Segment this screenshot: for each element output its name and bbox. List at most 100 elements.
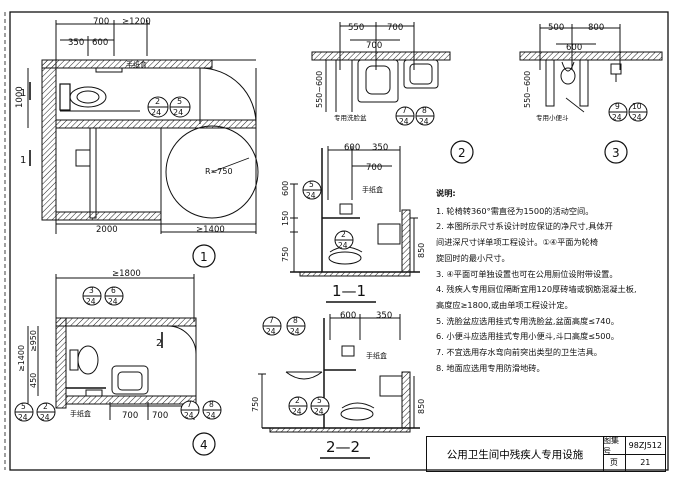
v4-dim-950: ≥950 bbox=[29, 330, 38, 352]
svg-text:24: 24 bbox=[40, 413, 50, 422]
svg-text:2: 2 bbox=[295, 396, 300, 405]
s11-dim-600: 600 bbox=[344, 143, 360, 153]
v3-dim-550-600: 550~600 bbox=[523, 71, 532, 108]
svg-text:3: 3 bbox=[89, 286, 94, 295]
v1-dim-1000: 1000 bbox=[15, 86, 25, 108]
v1-section-mark-bottom: 1 bbox=[20, 155, 26, 166]
v1-section-mark-top: 1 bbox=[20, 88, 26, 99]
svg-text:24: 24 bbox=[419, 117, 429, 126]
v1-paper-box-label: 手纸盒 bbox=[126, 60, 147, 69]
svg-text:4: 4 bbox=[200, 438, 208, 452]
svg-text:7: 7 bbox=[187, 400, 192, 409]
view-2-number-badge: 2 bbox=[450, 140, 474, 164]
v4-detail-ref-bottom-b: 8 24 bbox=[202, 400, 222, 420]
s22-detail-ref-bottom-a: 2 24 bbox=[288, 396, 308, 416]
v2-caption: 专用洗脸盆 bbox=[334, 113, 367, 122]
svg-text:24: 24 bbox=[306, 191, 316, 200]
sheet-border bbox=[9, 11, 669, 471]
note-item: 间进深尺寸详单项工程设计。①④平面为轮椅 bbox=[436, 237, 599, 248]
view-4-number-badge: 4 bbox=[192, 432, 216, 456]
svg-text:8: 8 bbox=[209, 400, 214, 409]
note-item: 8. 地面应选用专用防滑地砖。 bbox=[436, 362, 545, 373]
svg-text:10: 10 bbox=[632, 102, 642, 111]
svg-text:24: 24 bbox=[151, 108, 161, 117]
s11-dim-700: 700 bbox=[366, 163, 382, 173]
s11-detail-ref-a: 5 24 bbox=[302, 180, 322, 200]
note-item: 4. 残疾人专用厕位隔断宜用120厚砖墙或钢筋混凝土板, bbox=[436, 284, 637, 295]
svg-text:6: 6 bbox=[111, 286, 116, 295]
svg-text:2: 2 bbox=[458, 146, 466, 160]
s22-detail-ref-bottom-b: 5 24 bbox=[310, 396, 330, 416]
svg-text:24: 24 bbox=[632, 113, 642, 122]
v4-paper-box-label: 手纸盒 bbox=[70, 409, 91, 418]
svg-text:7: 7 bbox=[402, 106, 407, 115]
view-3-number-badge: 3 bbox=[604, 140, 628, 164]
v3-dim-800: 800 bbox=[588, 23, 604, 33]
v1-dim-600: 600 bbox=[92, 38, 108, 48]
s22-detail-ref-top-a: 7 24 bbox=[262, 316, 282, 336]
svg-text:2: 2 bbox=[43, 402, 48, 411]
s11-detail-ref-b: 2 24 bbox=[334, 230, 354, 250]
svg-text:24: 24 bbox=[18, 413, 28, 422]
s11-dim-350: 350 bbox=[372, 143, 388, 153]
svg-text:8: 8 bbox=[422, 106, 427, 115]
s22-title: 2—2 bbox=[326, 438, 360, 456]
title-block: 公用卫生间中残疾人专用设施 图集号 98ZJ512 页 21 bbox=[426, 436, 666, 472]
v4-detail-ref-bottom-a: 7 24 bbox=[180, 400, 200, 420]
svg-text:9: 9 bbox=[615, 102, 620, 111]
svg-text:24: 24 bbox=[108, 297, 118, 306]
notes-block: 说明: 1. 轮椅转360°需直径为1500的活动空间。 2. 本图所示尺寸系设… bbox=[436, 186, 668, 376]
v3-dim-600: 600 bbox=[566, 43, 582, 53]
note-item: 3. ④平面可单独设置也可在公用厕位设附带设置。 bbox=[436, 268, 618, 279]
notes-title: 说明: bbox=[436, 188, 456, 198]
v2-dim-700b: 700 bbox=[366, 41, 382, 51]
title-block-atlas-row: 图集号 98ZJ512 bbox=[603, 436, 665, 456]
s11-title: 1—1 bbox=[332, 282, 366, 300]
section-1-1 bbox=[290, 146, 420, 277]
svg-text:5: 5 bbox=[317, 396, 322, 405]
view-1-plan bbox=[27, 20, 259, 234]
v1-dim-700: 700 bbox=[93, 17, 109, 27]
note-item: 高度应≥1800,或由单项工程设计定。 bbox=[436, 299, 573, 310]
s11-dim-left-750: 750 bbox=[281, 247, 290, 262]
v3-dim-500: 500 bbox=[548, 23, 564, 33]
v1-dim-1200: ≥1200 bbox=[122, 17, 151, 27]
view-2-plan bbox=[311, 22, 451, 112]
v2-detail-ref-a: 7 24 bbox=[395, 106, 415, 126]
s22-dim-right-850: 850 bbox=[417, 399, 426, 414]
view-1-number-badge: 1 bbox=[192, 244, 216, 268]
note-item: 7. 不宜选用存水弯向前突出类型的卫生洁具。 bbox=[436, 347, 602, 358]
v1-dim-350: 350 bbox=[68, 38, 84, 48]
v4-detail-ref-left-a: 5 24 bbox=[14, 402, 34, 422]
v2-dim-550: 550 bbox=[348, 23, 364, 33]
view-4-plan bbox=[27, 274, 197, 420]
s22-detail-ref-top-b: 8 24 bbox=[286, 316, 306, 336]
svg-text:24: 24 bbox=[338, 241, 348, 250]
v2-dim-550-600: 550~600 bbox=[315, 71, 324, 108]
page-label: 页 bbox=[603, 454, 626, 471]
svg-text:1: 1 bbox=[200, 250, 208, 264]
svg-text:24: 24 bbox=[612, 113, 622, 122]
svg-text:3: 3 bbox=[612, 146, 620, 160]
v4-detail-ref-top-b: 6 24 bbox=[104, 286, 124, 306]
note-item: 1. 轮椅转360°需直径为1500的活动空间。 bbox=[436, 205, 594, 216]
svg-text:24: 24 bbox=[86, 297, 96, 306]
v4-section-mark: 2 bbox=[156, 338, 162, 349]
v1-radius-label: R=750 bbox=[205, 167, 233, 176]
title-block-title: 公用卫生间中残疾人专用设施 bbox=[427, 437, 604, 471]
svg-text:24: 24 bbox=[290, 327, 300, 336]
svg-text:24: 24 bbox=[184, 411, 194, 420]
svg-text:24: 24 bbox=[173, 108, 183, 117]
title-block-page-row: 页 21 bbox=[603, 454, 665, 471]
v3-detail-ref-a: 9 24 bbox=[608, 102, 628, 122]
view-3-plan bbox=[519, 24, 663, 113]
v3-caption: 专用小便斗 bbox=[536, 113, 569, 122]
note-item: 6. 小便斗应选用挂式专用小便斗,斗口高度≤500。 bbox=[436, 331, 619, 342]
v4-dim-700a: 700 bbox=[122, 411, 138, 421]
v4-detail-ref-left-b: 2 24 bbox=[36, 402, 56, 422]
v4-dim-450: 450 bbox=[29, 373, 38, 388]
svg-text:7: 7 bbox=[269, 316, 274, 325]
svg-text:24: 24 bbox=[206, 411, 216, 420]
